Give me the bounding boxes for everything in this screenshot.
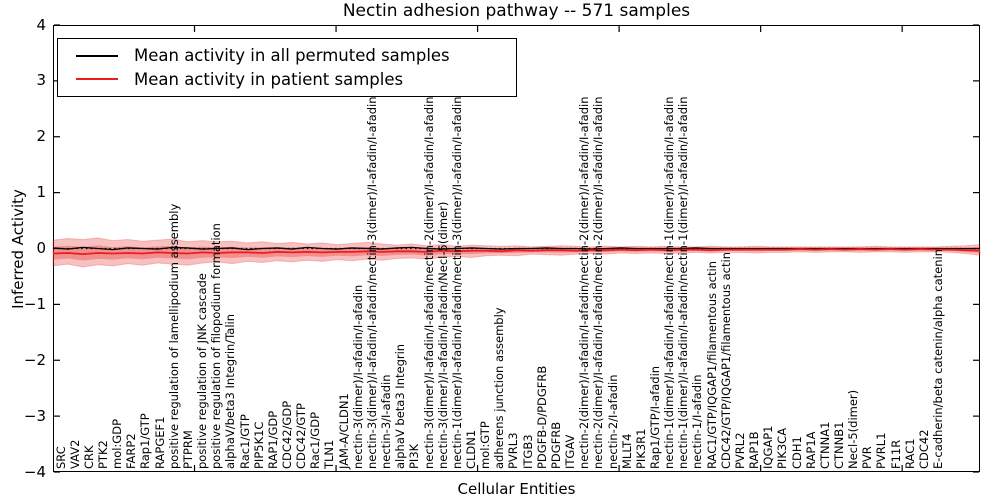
x-category-label: SRC [53, 446, 68, 469]
x-category-label: adherens junction assembly [492, 307, 507, 469]
plot-title: Nectin adhesion pathway -- 571 samples [342, 1, 691, 21]
y-tick-label: 2 [36, 127, 46, 146]
legend-item-permuted: Mean activity in all permuted samples [68, 46, 506, 65]
x-category-label: CDC42/GTP [294, 403, 309, 469]
x-category-label: RAP1A [803, 431, 818, 469]
legend-label-permuted: Mean activity in all permuted samples [134, 46, 450, 66]
x-category-label: nectin-3(dimer)/I-afadin/I-afadin/nectin… [421, 96, 436, 469]
x-category-label: RAC1 [902, 438, 917, 469]
x-category-label: PVRL2 [732, 432, 747, 469]
patient-line-swatch [76, 78, 118, 81]
x-category-label: RAP1B [747, 431, 762, 469]
x-category-label: CTNNA1 [817, 421, 832, 469]
x-category-label: nectin-3(dimer)/I-afadin/I-afadin/nectin… [364, 96, 379, 469]
x-category-label: F11R [888, 439, 903, 469]
x-category-label: CDH1 [789, 436, 804, 469]
x-category-label: CRK [81, 445, 96, 469]
y-tick-label: 0 [36, 239, 46, 257]
y-tick-label: −2 [23, 350, 46, 369]
x-category-label: mol:GTP [478, 421, 493, 469]
x-category-label: VAV2 [67, 439, 82, 469]
y-tick-label: −4 [23, 462, 46, 481]
x-category-label: nectin-1(dimer)/I-afadin/I-afadin/nectin… [449, 96, 464, 469]
x-category-label: Rap1/GTP/I-afadin [647, 365, 662, 469]
x-category-label: nectin-2(dimer)/I-afadin/I-afadin/nectin… [577, 96, 592, 469]
x-category-label: PI3K [407, 443, 422, 469]
x-category-label: FARP2 [124, 433, 139, 469]
legend-label-patient: Mean activity in patient samples [134, 69, 404, 89]
x-category-label: ITGAV [563, 434, 578, 469]
x-category-label: nectin-1(dimer)/I-afadin/I-afadin/nectin… [676, 96, 691, 469]
legend-item-patient: Mean activity in patient samples [68, 70, 506, 89]
x-category-label: E-cadherin/beta catenin/alpha catenin [931, 249, 946, 469]
x-category-label: MLLT4 [619, 433, 634, 470]
x-category-label: PIK3CA [775, 427, 790, 469]
x-category-label: nectin-3(dimer)/I-afadin/I-afadin/Necl-5… [435, 201, 450, 469]
x-category-label: TLN1 [322, 439, 337, 469]
x-axis-label: Cellular Entities [457, 480, 576, 498]
x-category-label: mol:GDP [110, 418, 125, 469]
x-category-label: nectin-2/I-afadin [605, 374, 620, 470]
y-tick-label: 1 [36, 183, 46, 202]
legend: Mean activity in all permuted samples Me… [57, 38, 517, 97]
x-category-label: CTNNB1 [831, 421, 846, 469]
x-category-label: Rac1/GTP [237, 414, 252, 469]
x-category-label: PDGFRB [548, 421, 563, 469]
x-category-label: PVRL3 [506, 432, 521, 469]
x-category-label: IQGAP1 [761, 425, 776, 469]
x-category-label: nectin-1(dimer)/I-afadin/I-afadin/nectin… [662, 96, 677, 469]
x-category-label: RAPGEF1 [152, 416, 167, 469]
x-category-label: PIK3R1 [633, 428, 648, 470]
y-tick-label: −1 [23, 294, 46, 313]
x-category-label: CDC42/GTP/IQGAP1/filamentous actin [718, 251, 733, 469]
x-category-label: PVR [860, 446, 875, 469]
x-category-label: nectin-1/I-afadin [690, 374, 705, 470]
x-category-label: PVRL1 [874, 432, 889, 469]
x-category-label: RAP1/GDP [265, 410, 280, 469]
x-category-label: positive regulation of JNK cascade [195, 273, 210, 469]
x-category-label: alphaV beta3 Integrin [393, 343, 408, 469]
x-category-label: JAM-A/CLDN1 [336, 393, 351, 469]
x-category-label: RAC1/GTP/IQGAP1/filamentous actin [704, 261, 719, 469]
x-category-label: nectin-3(dimer)/I-afadin/I-afadin [350, 284, 365, 469]
x-category-label: nectin-2(dimer)/I-afadin/I-afadin/nectin… [591, 96, 606, 469]
permuted-line-swatch [76, 54, 118, 57]
x-category-label: PTK2 [96, 440, 111, 469]
x-category-label: CDC42/GDP [280, 400, 295, 469]
x-category-label: nectin-3/I-afadin [379, 374, 394, 470]
y-tick-label: −3 [23, 406, 46, 425]
x-category-label: alphaV/beta3 Integrin/Talin [223, 313, 238, 469]
x-category-label: PTPRM [180, 430, 195, 469]
x-category-label: ITGB3 [520, 434, 535, 469]
x-category-label: positive regulation of lamellipodium ass… [166, 203, 181, 469]
x-category-label: CDC42 [916, 429, 931, 469]
x-category-label: positive regulation of filopodium format… [209, 223, 224, 469]
y-tick-label: 3 [36, 71, 46, 90]
y-tick-label: 4 [36, 15, 46, 34]
x-category-label: PDGFB-D/PDGFRB [534, 365, 549, 469]
x-category-label: Necl-5(dimer) [846, 389, 861, 469]
x-category-label: Rap1/GTP [138, 413, 153, 469]
x-category-label: Rac1/GDP [308, 411, 323, 469]
x-category-label: CLDN1 [464, 429, 478, 469]
x-category-label: PIP5K1C [251, 421, 266, 469]
